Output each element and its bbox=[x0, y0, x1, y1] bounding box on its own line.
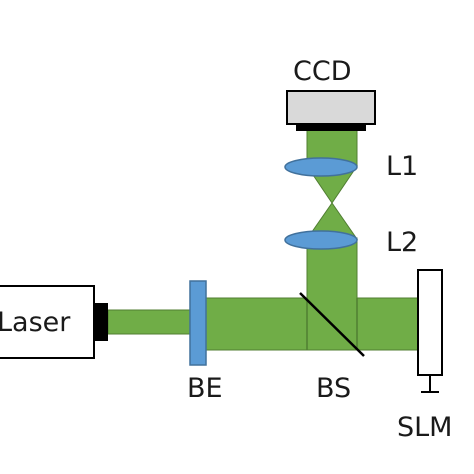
laser-aperture bbox=[94, 303, 108, 341]
laser-body bbox=[0, 285, 95, 359]
ccd-camera-body bbox=[286, 90, 376, 125]
laser-label: Laser bbox=[0, 307, 71, 338]
beam-expander-label: BE bbox=[187, 373, 223, 404]
laser-beam-narrow bbox=[107, 309, 191, 335]
slm-label: SLM bbox=[397, 412, 452, 443]
slm-panel bbox=[417, 269, 443, 376]
ccd-camera-mount bbox=[296, 124, 366, 131]
relay-beam-hourglass bbox=[306, 165, 358, 240]
beam-expander bbox=[189, 280, 207, 366]
beam-splitter-label: BS bbox=[316, 373, 351, 404]
ccd-label: CCD bbox=[293, 56, 352, 87]
lens-l1-label: L1 bbox=[386, 151, 418, 182]
lens-l2-label: L2 bbox=[386, 227, 418, 258]
beam-splitter-to-l2-beam bbox=[306, 237, 358, 351]
lens-l2 bbox=[284, 230, 358, 250]
lens-l1 bbox=[284, 157, 358, 177]
beam-splitter bbox=[299, 292, 365, 357]
